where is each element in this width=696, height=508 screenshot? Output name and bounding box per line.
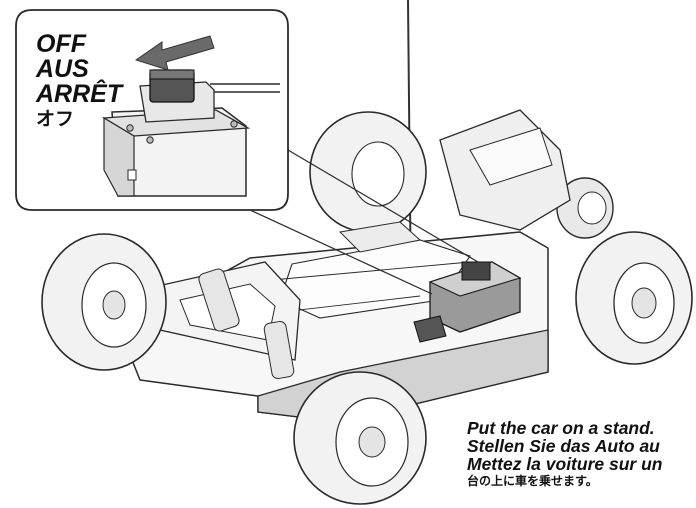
- callout-lines: [249, 149, 479, 295]
- motor-assembly: [439, 109, 614, 239]
- label-off-ja: オフ: [36, 109, 75, 130]
- front-left-tire: [41, 233, 167, 371]
- caption-en: Put the car on a stand.: [467, 418, 655, 438]
- instruction-caption: Put the car on a stand. Stellen Sie das …: [467, 419, 662, 490]
- inset-callout: [15, 9, 289, 211]
- esc-unit: [413, 261, 522, 343]
- caption-fr: Mettez la voiture sur un: [467, 454, 663, 474]
- inset-labels: OFF AUS ARRÊT オフ: [36, 32, 122, 132]
- arrow-left-icon: [134, 35, 215, 71]
- label-off-fr: ARRÊT: [36, 80, 123, 108]
- caption-de: Stellen Sie das Auto au: [467, 436, 660, 456]
- rear-right-tire: [575, 231, 693, 365]
- label-off-en: OFF: [36, 30, 86, 58]
- front-right-tire: [293, 371, 427, 505]
- label-off-de: AUS: [36, 55, 89, 83]
- rear-left-tire: [309, 111, 427, 233]
- caption-ja: 台の上に車を乗せます。: [467, 474, 598, 488]
